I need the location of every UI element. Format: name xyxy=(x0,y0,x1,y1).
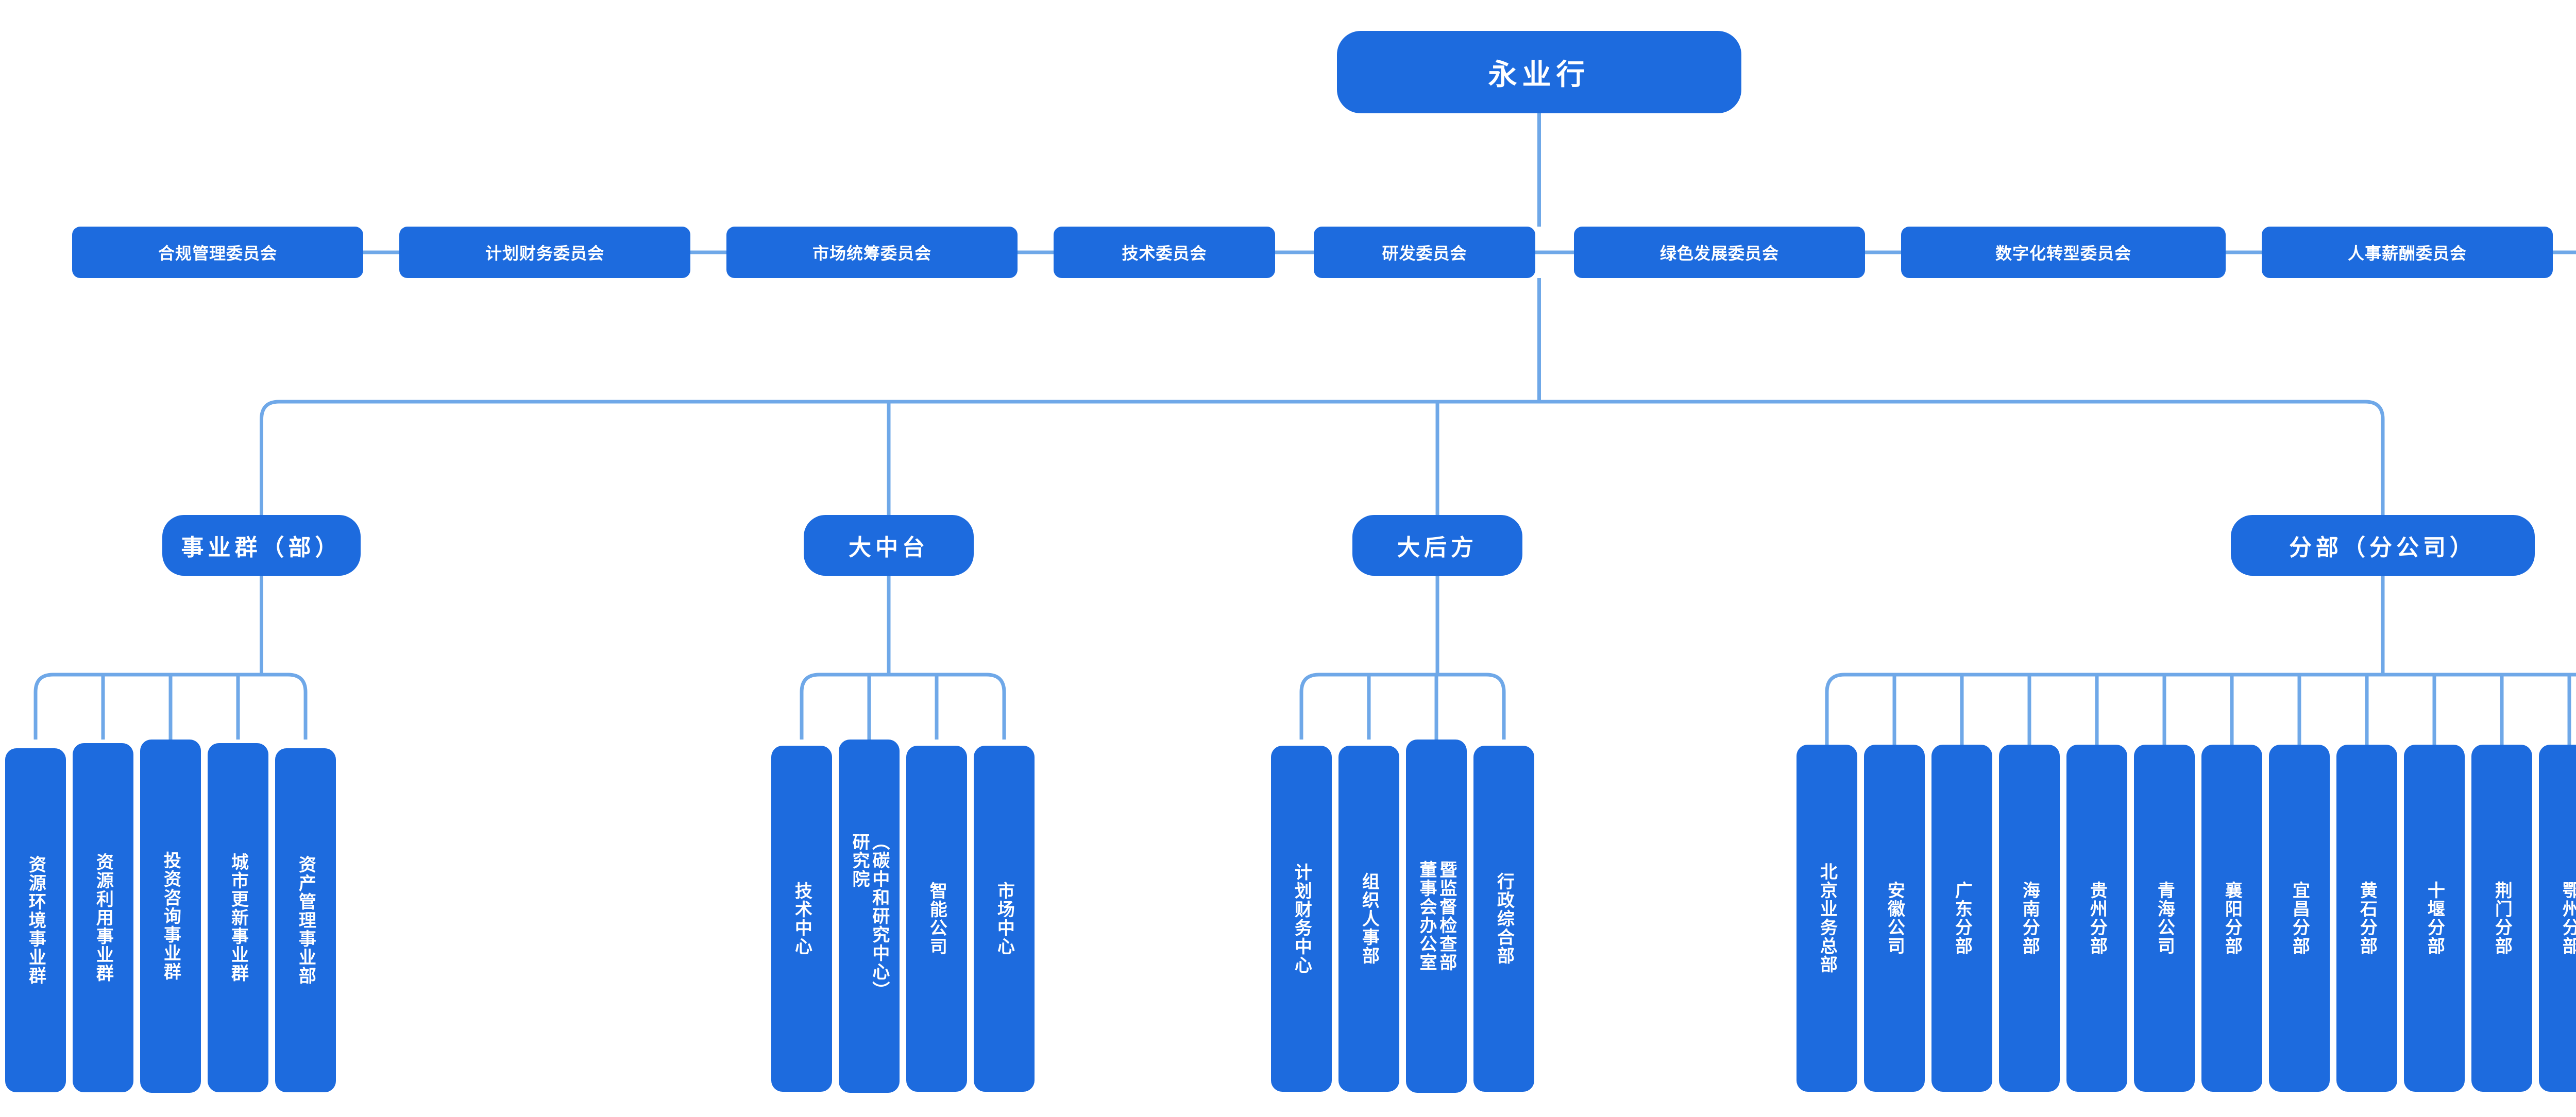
leaf-node-4-7[interactable]: 襄阳分部 xyxy=(2201,745,2262,1092)
leaf-label-stack: （碳中和研究中心）研究院 xyxy=(849,833,889,1000)
leaf-label-column: 青海公司 xyxy=(2155,881,2175,955)
leaf-label-column: 安徽公司 xyxy=(1885,881,1905,955)
group-bus xyxy=(260,400,2385,515)
leaf-node-4-11[interactable]: 荆门分部 xyxy=(2471,745,2532,1092)
leaf-label-column: 广东分部 xyxy=(1952,881,1972,955)
leaf-label-column: 资产管理事业部 xyxy=(296,855,316,985)
leaf-label-column: 暨监督检查部 xyxy=(1436,861,1456,972)
leaf-node-1-1[interactable]: 资源环境事业群 xyxy=(5,748,66,1092)
leaf-label-column: 海南分部 xyxy=(2020,881,2040,955)
leaf-label-column: 资源环境事业群 xyxy=(26,855,46,985)
leaf-label-stack: 鄂州分部 xyxy=(2560,881,2576,955)
leaf-node-3-1[interactable]: 计划财务中心 xyxy=(1271,746,1332,1092)
leaf-label-stack: 组织人事部 xyxy=(1359,872,1379,965)
leaf-label-column: 市场中心 xyxy=(994,882,1014,956)
leaf-label-column: 贵州分部 xyxy=(2087,881,2107,955)
leaf-node-4-4[interactable]: 海南分部 xyxy=(1999,745,2060,1092)
leaf-node-4-12[interactable]: 鄂州分部 xyxy=(2539,745,2576,1092)
committee-3[interactable]: 市场统筹委员会 xyxy=(726,227,1018,278)
leaf-label-column: 资源利用事业群 xyxy=(93,853,113,983)
committee-2[interactable]: 计划财务委员会 xyxy=(399,227,690,278)
leaf-label-column: 研究院 xyxy=(850,833,869,888)
leaf-node-4-3[interactable]: 广东分部 xyxy=(1931,745,1992,1092)
group-node-3[interactable]: 大后方 xyxy=(1352,515,1522,576)
leaf-label-column: 北京业务总部 xyxy=(1817,863,1837,974)
leaf-label-stack: 城市更新事业群 xyxy=(228,853,248,983)
committee-5[interactable]: 研发委员会 xyxy=(1314,227,1535,278)
committee-6[interactable]: 绿色发展委员会 xyxy=(1574,227,1865,278)
leaf-g3-bus xyxy=(1299,673,1506,740)
leaf-label-stack: 襄阳分部 xyxy=(2222,881,2242,955)
leaf-label-stack: 荆门分部 xyxy=(2492,881,2512,955)
leaf-label-stack: 广东分部 xyxy=(1952,881,1972,955)
leaf-label-stack: 资源利用事业群 xyxy=(93,853,113,983)
group-node-2[interactable]: 大中台 xyxy=(804,515,974,576)
leaf-label-stack: 暨监督检查部董事会办公室 xyxy=(1416,861,1456,972)
leaf-node-4-2[interactable]: 安徽公司 xyxy=(1864,745,1925,1092)
leaf-node-3-2[interactable]: 组织人事部 xyxy=(1338,746,1399,1092)
leaf-g2-bus xyxy=(800,673,1006,740)
leaf-node-4-5[interactable]: 贵州分部 xyxy=(2066,745,2127,1092)
group-node-4[interactable]: 分部（分公司） xyxy=(2231,515,2535,576)
leaf-g4-bus xyxy=(1825,673,2576,745)
leaf-node-4-6[interactable]: 青海公司 xyxy=(2134,745,2195,1092)
leaf-label-column: 投资咨询事业群 xyxy=(161,851,181,981)
leaf-label-stack: 黄石分部 xyxy=(2357,881,2377,955)
leaf-node-4-8[interactable]: 宜昌分部 xyxy=(2269,745,2330,1092)
root-node[interactable]: 永业行 xyxy=(1337,31,1741,113)
leaf-node-1-3[interactable]: 投资咨询事业群 xyxy=(140,740,201,1093)
leaf-label-column: 技术中心 xyxy=(792,882,812,956)
leaf-label-stack: 海南分部 xyxy=(2020,881,2040,955)
leaf-label-stack: 十堰分部 xyxy=(2425,881,2445,955)
leaf-label-column: 计划财务中心 xyxy=(1292,863,1312,974)
leaf-label-stack: 资产管理事业部 xyxy=(296,855,316,985)
group-node-1[interactable]: 事业群（部） xyxy=(162,515,361,576)
leaf-label-column: 行政综合部 xyxy=(1494,872,1514,965)
leaf-label-column: 黄石分部 xyxy=(2357,881,2377,955)
leaf-label-column: 荆门分部 xyxy=(2492,881,2512,955)
leaf-node-1-4[interactable]: 城市更新事业群 xyxy=(208,743,268,1092)
leaf-label-stack: 宜昌分部 xyxy=(2290,881,2310,955)
leaf-label-column: 城市更新事业群 xyxy=(228,853,248,983)
leaf-label-stack: 技术中心 xyxy=(792,882,812,956)
leaf-label-column: 组织人事部 xyxy=(1359,872,1379,965)
leaf-label-stack: 智能公司 xyxy=(927,882,947,956)
leaf-label-stack: 市场中心 xyxy=(994,882,1014,956)
leaf-node-4-10[interactable]: 十堰分部 xyxy=(2404,745,2465,1092)
leaf-label-stack: 计划财务中心 xyxy=(1292,863,1312,974)
leaf-label-stack: 贵州分部 xyxy=(2087,881,2107,955)
leaf-label-column: （碳中和研究中心） xyxy=(869,833,889,1000)
leaf-node-1-5[interactable]: 资产管理事业部 xyxy=(275,748,336,1092)
leaf-label-column: 董事会办公室 xyxy=(1417,861,1436,972)
leaf-label-stack: 资源环境事业群 xyxy=(26,855,46,985)
leaf-label-stack: 行政综合部 xyxy=(1494,872,1514,965)
leaf-label-stack: 投资咨询事业群 xyxy=(161,851,181,981)
leaf-node-4-1[interactable]: 北京业务总部 xyxy=(1797,745,1857,1092)
leaf-label-stack: 安徽公司 xyxy=(1885,881,1905,955)
leaf-label-column: 智能公司 xyxy=(927,882,947,956)
leaf-node-2-2[interactable]: （碳中和研究中心）研究院 xyxy=(839,740,900,1093)
leaf-node-3-4[interactable]: 行政综合部 xyxy=(1473,746,1534,1092)
leaf-label-stack: 青海公司 xyxy=(2155,881,2175,955)
leaf-node-3-3[interactable]: 暨监督检查部董事会办公室 xyxy=(1406,740,1467,1093)
leaf-node-4-9[interactable]: 黄石分部 xyxy=(2336,745,2397,1092)
leaf-node-2-4[interactable]: 市场中心 xyxy=(974,746,1035,1092)
leaf-node-2-1[interactable]: 技术中心 xyxy=(771,746,832,1092)
leaf-label-column: 襄阳分部 xyxy=(2222,881,2242,955)
committee-8[interactable]: 人事薪酬委员会 xyxy=(2262,227,2553,278)
leaf-label-column: 宜昌分部 xyxy=(2290,881,2310,955)
committee-4[interactable]: 技术委员会 xyxy=(1054,227,1275,278)
leaf-node-2-3[interactable]: 智能公司 xyxy=(906,746,967,1092)
committee-1[interactable]: 合规管理委员会 xyxy=(72,227,363,278)
leaf-label-stack: 北京业务总部 xyxy=(1817,863,1837,974)
leaf-label-column: 鄂州分部 xyxy=(2560,881,2576,955)
committee-7[interactable]: 数字化转型委员会 xyxy=(1901,227,2226,278)
leaf-g1-bus xyxy=(33,673,308,740)
leaf-label-column: 十堰分部 xyxy=(2425,881,2445,955)
leaf-node-1-2[interactable]: 资源利用事业群 xyxy=(73,743,133,1092)
